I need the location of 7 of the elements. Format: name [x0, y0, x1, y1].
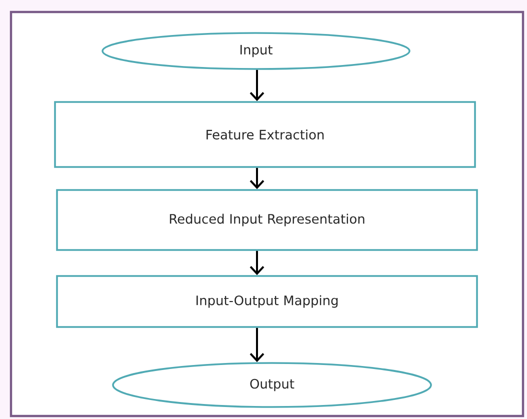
- arrow: [250, 70, 264, 102]
- arrow: [250, 168, 264, 190]
- process-box: Input-Output Mapping: [56, 275, 478, 328]
- process-box: Feature Extraction: [54, 101, 476, 168]
- process-box: Reduced Input Representation: [56, 189, 478, 251]
- arrow: [250, 250, 264, 276]
- arrow: [250, 328, 264, 362]
